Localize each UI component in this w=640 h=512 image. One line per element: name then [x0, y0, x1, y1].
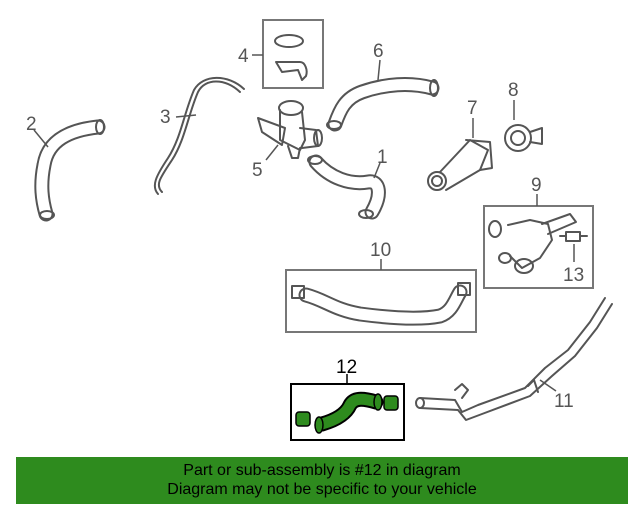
part-12-clamp-left[interactable]	[295, 411, 311, 427]
part-7-housing[interactable]	[427, 139, 493, 191]
part-13-sensor[interactable]	[559, 231, 588, 242]
callout-7[interactable]: 7	[467, 98, 478, 119]
part-12-hose[interactable]	[295, 391, 399, 434]
leader-6	[377, 59, 381, 81]
part-4-box	[262, 19, 324, 89]
callout-11[interactable]: 11	[554, 391, 574, 412]
info-banner: Part or sub-assembly is #12 in diagram D…	[16, 457, 628, 504]
part-12-clamp-right[interactable]	[383, 395, 399, 411]
callout-4[interactable]: 4	[238, 46, 249, 67]
part-2-hose[interactable]	[34, 119, 106, 222]
callout-6[interactable]: 6	[373, 41, 384, 62]
leader-11	[539, 379, 557, 392]
part-4-gasket[interactable]	[274, 34, 308, 81]
part-5-housing[interactable]	[257, 100, 323, 159]
part-3-tube[interactable]	[153, 76, 245, 195]
leader-3	[175, 114, 197, 118]
callout-5[interactable]: 5	[252, 160, 263, 181]
leader-1	[373, 162, 381, 179]
callout-8[interactable]: 8	[508, 80, 519, 101]
callout-9[interactable]: 9	[531, 175, 542, 196]
leader-5	[265, 144, 279, 161]
part-6-hose[interactable]	[326, 77, 440, 132]
callout-3[interactable]: 3	[160, 107, 171, 128]
callout-10[interactable]: 10	[370, 240, 391, 261]
callout-13[interactable]: 13	[563, 265, 584, 286]
part-10-hose[interactable]	[291, 282, 471, 326]
banner-line-1: Part or sub-assembly is #12 in diagram	[183, 462, 461, 479]
callout-2[interactable]: 2	[26, 114, 37, 135]
part-11-pipe[interactable]	[415, 297, 613, 421]
part-1-hose[interactable]	[307, 154, 386, 220]
part-9-assembly[interactable]	[488, 213, 577, 274]
part-8-thermostat[interactable]	[504, 124, 543, 152]
callout-1[interactable]: 1	[377, 147, 388, 168]
banner-line-2: Diagram may not be specific to your vehi…	[167, 481, 477, 498]
leader-2	[33, 129, 49, 148]
callout-12[interactable]: 12	[336, 357, 357, 378]
part-9-box	[483, 205, 594, 289]
